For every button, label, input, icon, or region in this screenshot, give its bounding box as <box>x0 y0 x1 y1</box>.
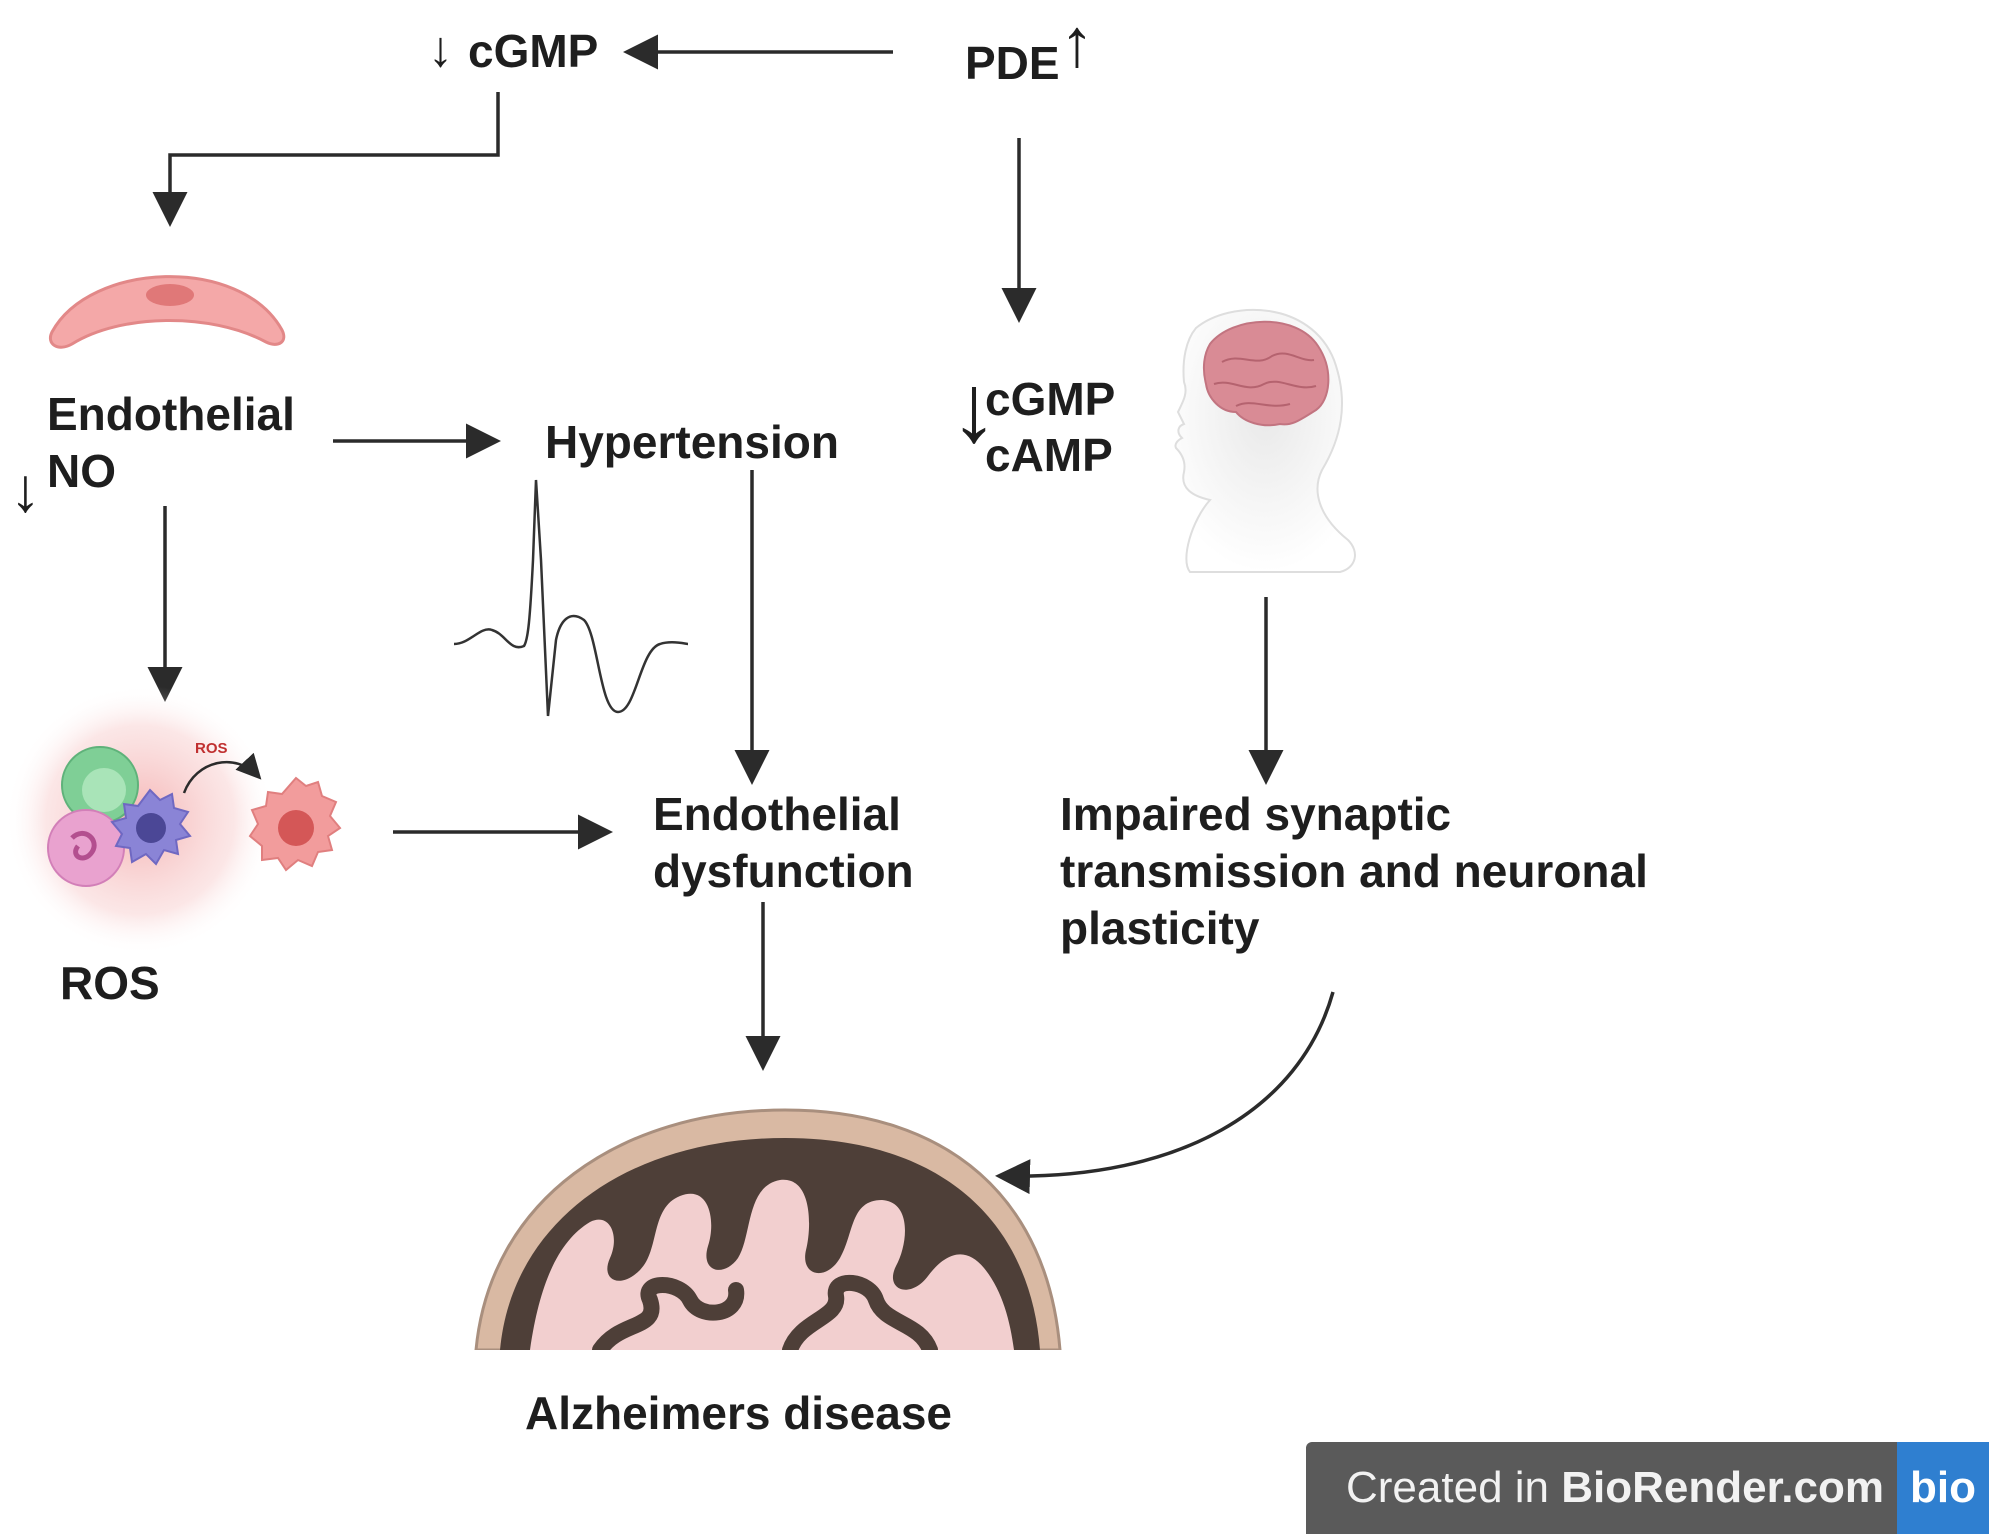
biorender-logo-icon: bio <box>1897 1442 1989 1534</box>
endothelial-dysfunction-label-line2: dysfunction <box>653 845 914 897</box>
badge-prefix: Created in <box>1346 1463 1562 1512</box>
camp-mid-label: cAMP <box>985 429 1113 481</box>
no-down-indicator: ↓ <box>10 456 41 525</box>
impaired-label-line2: transmission and neuronal <box>1060 845 1648 897</box>
pde-up-indicator: ↑ <box>1060 5 1094 81</box>
endothelial-no-label-line1: Endothelial <box>47 388 295 440</box>
ros-label: ROS <box>60 957 160 1009</box>
ros-small-label: ROS <box>195 740 228 757</box>
endothelial-cell-icon <box>49 275 286 349</box>
connectors <box>147 34 1335 1195</box>
cgmp-mid-label: cGMP <box>985 373 1116 425</box>
cgmp-down-indicator: ↓ <box>428 21 453 77</box>
impaired-label-line3: plasticity <box>1060 902 1260 954</box>
alzheimers-label: Alzheimers disease <box>525 1387 953 1439</box>
arrow-cgmp-to-endothelial-cell <box>152 92 500 227</box>
impaired-label-line1: Impaired synaptic <box>1060 788 1452 840</box>
badge-text: Created in BioRender.com <box>1346 1442 1884 1534</box>
endothelial-no-label-line2: NO <box>47 445 116 497</box>
human-head-brain-icon <box>1174 308 1356 573</box>
badge-brand: BioRender.com <box>1561 1463 1884 1512</box>
biorender-badge[interactable]: Created in BioRender.com bio <box>1306 1442 1989 1534</box>
pde-label: PDE <box>965 37 1060 89</box>
cgmp-top-label: cGMP <box>468 25 599 77</box>
hypertension-label: Hypertension <box>545 416 839 468</box>
brain-section-icon <box>470 1108 1070 1358</box>
immune-cells-icon <box>5 685 342 955</box>
ecg-waveform-icon <box>453 479 689 717</box>
endothelial-dysfunction-label-line1: Endothelial <box>653 788 901 840</box>
arrow-impaired-to-alzheimers <box>995 991 1335 1195</box>
